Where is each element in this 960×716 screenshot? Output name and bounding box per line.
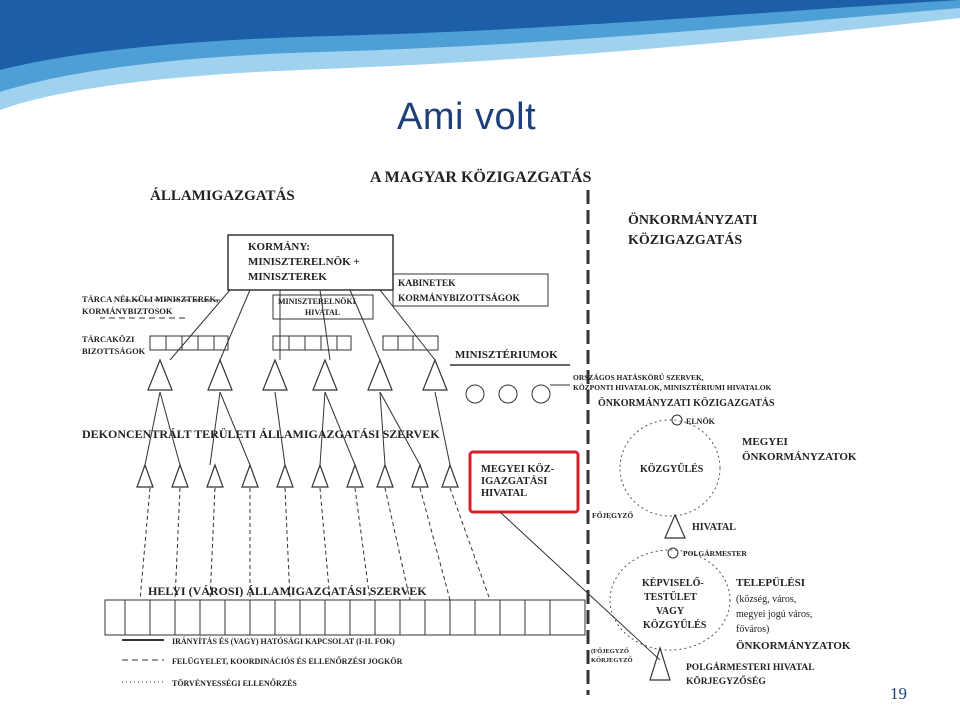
county-admin-1: MEGYEI KÖZ- <box>481 462 555 475</box>
county-gov-2: ÖNKORMÁNYZATOK <box>742 450 857 463</box>
gov-label-1: KORMÁNY: <box>248 241 310 253</box>
slide-number: 19 <box>890 684 907 703</box>
chairman-label: ELNÖK <box>686 417 716 426</box>
header-swoosh <box>0 0 960 110</box>
settlement-3: megyei jogú város, <box>736 609 812 620</box>
ministries-label: MINISZTÉRIUMOK <box>455 349 558 361</box>
national-bodies-2: KÖZPONTI HIVATALOK, MINISZTÉRIUMI HIVATA… <box>573 382 772 392</box>
pm-office-1: MINISZTERELNÖKI <box>278 297 356 306</box>
council-1: KÉPVISELŐ- <box>642 577 704 589</box>
legend-dotted: TÖRVÉNYESSÉGI ELLENŐRZÉS <box>172 678 297 688</box>
settlement-5: ÖNKORMÁNYZATOK <box>736 639 851 652</box>
slide-title: Ami volt <box>397 96 537 138</box>
deconcentrated-label: DEKONCENTRÁLT TERÜLETI ÁLLAMIGAZGATÁSI S… <box>82 427 440 441</box>
council-4: KÖZGYŰLÉS <box>643 618 707 631</box>
county-admin-2: IGAZGATÁSI <box>481 475 547 487</box>
general-assembly-label: KÖZGYŰLÉS <box>640 462 704 475</box>
office-label: HIVATAL <box>692 522 736 533</box>
settlement-1: TELEPÜLÉSI <box>736 576 805 589</box>
chief-notary-label: FŐJEGYZŐ <box>592 510 633 520</box>
right-heading-1: ÖNKORMÁNYZATI <box>628 211 758 228</box>
gov-label-3: MINISZTEREK <box>248 271 327 283</box>
right-heading-2: KÖZIGAZGATÁS <box>628 231 742 248</box>
legend-solid: IRÁNYÍTÁS ÉS (VAGY) HATÓSÁGI KAPCSOLAT (… <box>172 636 395 646</box>
cabinet-committees-label: KORMÁNYBIZOTTSÁGOK <box>398 292 521 304</box>
settlement-4: főváros) <box>736 624 769 635</box>
interministerial-2: BIZOTTSÁGOK <box>82 346 146 356</box>
local-gov-admin: ÖNKORMÁNYZATI KÖZIGAZGATÁS <box>598 396 775 409</box>
mayor-office-2: KÖRJEGYZŐSÉG <box>686 674 766 687</box>
pm-office-2: HIVATAL <box>305 308 340 317</box>
left-heading: ÁLLAMIGAZGATÁS <box>150 187 295 204</box>
national-bodies-1: ORSZÁGOS HATÁSKÖRŰ SZERVEK, <box>573 372 704 382</box>
local-bodies-label: HELYI (VÁROSI) ÁLLAMIGAZGATÁSI SZERVEK <box>148 584 427 598</box>
cabinets-label: KABINETEK <box>398 279 456 289</box>
mayor-office-1: POLGÁRMESTERI HIVATAL <box>686 661 815 673</box>
council-3: VAGY <box>656 606 685 617</box>
org-diagram: A MAGYAR KÖZIGAZGATÁS ÁLLAMIGAZGATÁS ÖNK… <box>82 167 857 695</box>
county-gov-1: MEGYEI <box>742 436 788 448</box>
gov-label-2: MINISZTERELNÖK + <box>248 255 360 268</box>
settlement-2: (község, város, <box>736 594 796 605</box>
mayor-label: POLGÁRMESTER <box>683 548 747 558</box>
ministers-label-1: TÁRCA NÉLKÜLI MINISZTEREK, <box>82 294 218 304</box>
interministerial-1: TÁRCAKÖZI <box>82 334 135 344</box>
diagram-main-title: A MAGYAR KÖZIGAZGATÁS <box>370 167 591 186</box>
notary-1: (FŐJEGYZŐ <box>591 647 629 655</box>
council-2: TESTÜLET <box>644 590 697 603</box>
county-admin-3: HIVATAL <box>481 488 527 499</box>
notary-2: KÖRJEGYZŐ <box>591 656 633 664</box>
legend-dashed: FELÜGYELET, KOORDINÁCIÓS ÉS ELLENŐRZÉSI … <box>172 656 403 666</box>
ministers-label-2: KORMÁNYBIZTOSOK <box>82 306 173 316</box>
